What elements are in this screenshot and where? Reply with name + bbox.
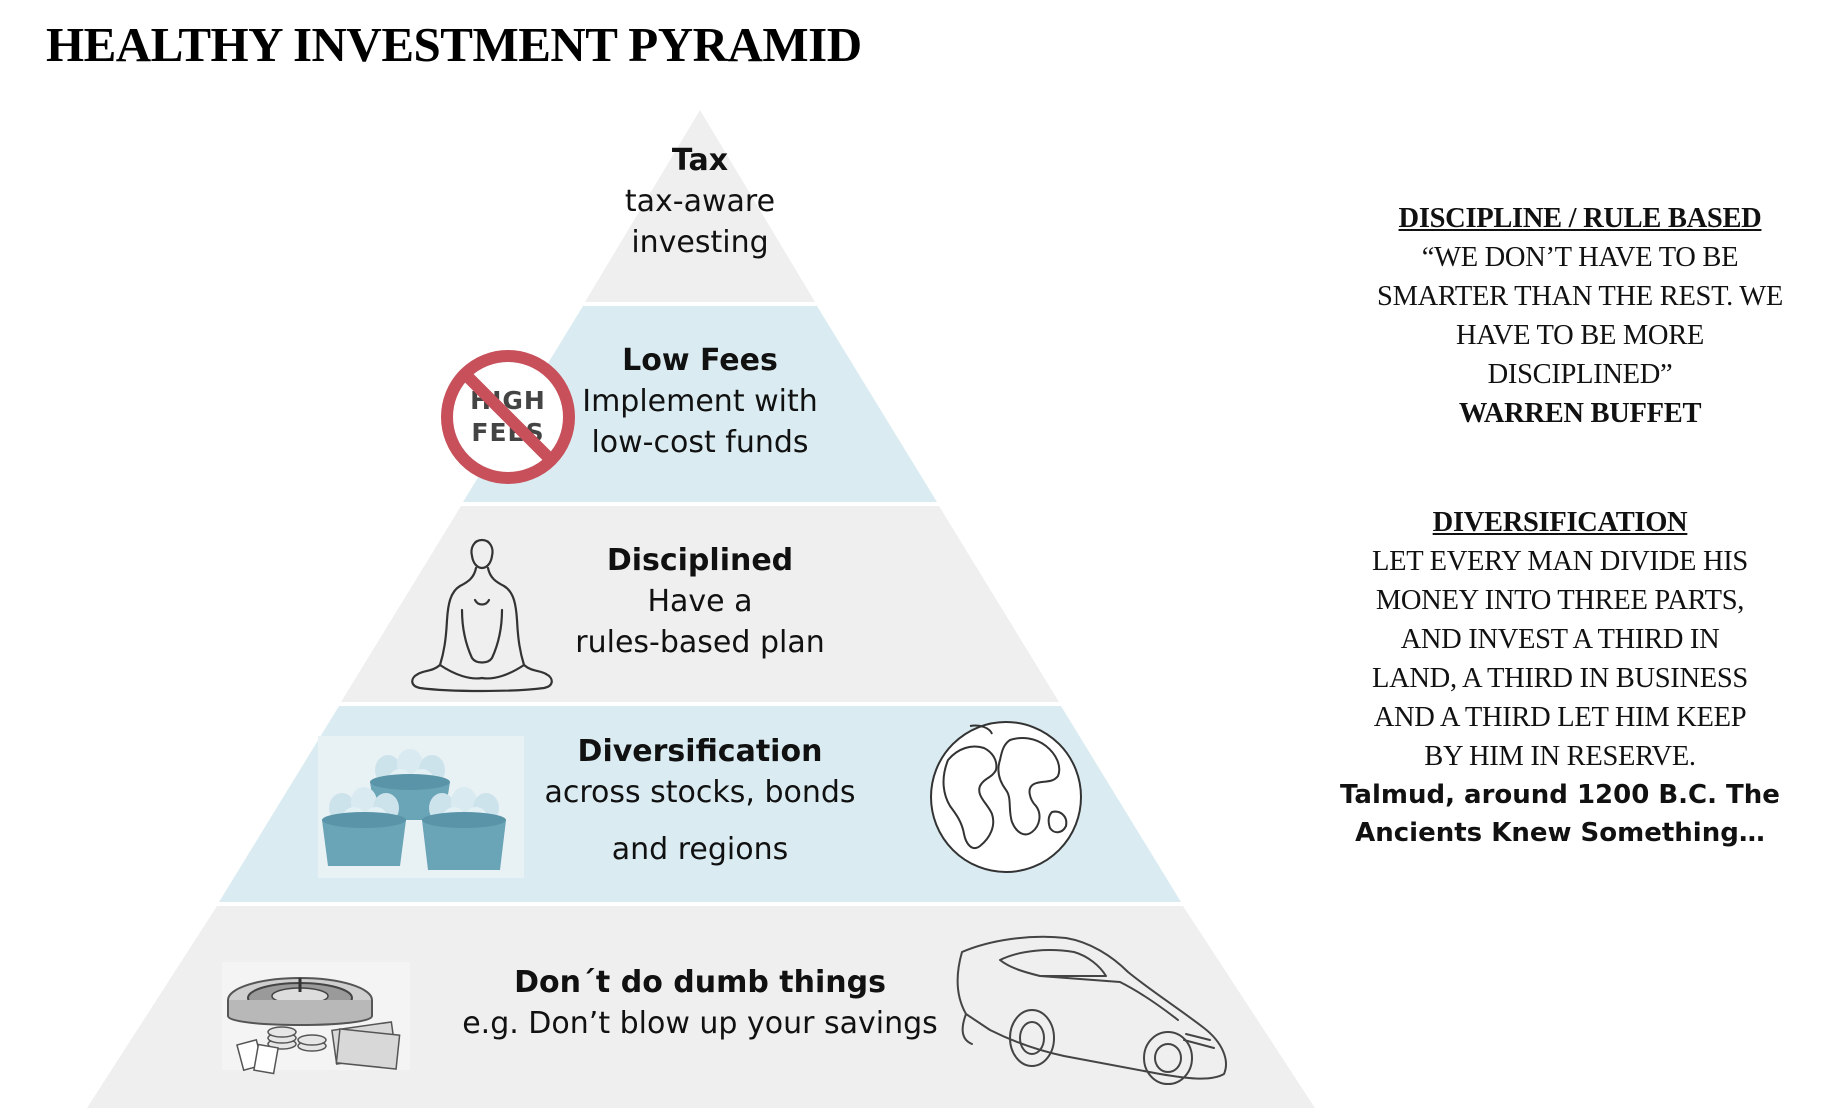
tier-diversification-line-2: and regions [611,832,789,867]
tier-dumb-things-line-1: e.g. Don’t blow up your savings [462,1006,938,1041]
tier-tax-heading: Tax [671,143,729,178]
discipline-quote-author: WARREN BUFFET [1458,398,1702,429]
tier-disciplined-heading: Disciplined [606,543,794,578]
meditating-person-icon [411,538,553,693]
tier-low-fees-heading: Low Fees [622,343,778,378]
tier-tax-line-1: tax-aware [624,184,776,219]
discipline-quote-line-1: “WE DON’T HAVE TO BE [1421,242,1739,273]
diversification-quote-line-4: LAND, A THIRD IN BUSINESS [1372,663,1748,694]
diversification-quote-source-1: Talmud, around 1200 B.C. The [1340,780,1780,810]
diversification-quote-heading: DIVERSIFICATION [1432,507,1688,538]
tier-tax-line-2: investing [631,225,769,260]
pyramid-tier-low-fees [463,306,937,502]
tier-low-fees-line-2: low-cost funds [591,425,809,460]
discipline-quote: DISCIPLINE / RULE BASED “WE DON’T HAVE T… [1330,199,1830,433]
discipline-quote-line-4: DISCIPLINED” [1487,359,1673,390]
sports-car-icon [956,935,1227,1085]
pyramid-tier-tax [585,110,815,302]
tier-dumb-things-text: Don´t do dumb things e.g. Don’t blow up … [430,962,970,1044]
page-title: HEALTHY INVESTMENT PYRAMID [46,17,862,72]
no-high-fees-icon: HIGH FEES [441,350,575,484]
discipline-quote-line-2: SMARTER THAN THE REST. WE [1377,281,1783,312]
tier-disciplined-line-2: rules-based plan [575,625,825,660]
diversification-quote-line-3: AND INVEST A THIRD IN [1400,624,1720,655]
globe-icon [930,721,1082,873]
diversification-quote-line-2: MONEY INTO THREE PARTS, [1375,585,1745,616]
tier-diversification-heading: Diversification [577,734,823,769]
eggs-in-baskets-icon [318,736,524,878]
diversification-quote-line-5: AND A THIRD LET HIM KEEP [1373,702,1747,733]
tier-tax-text: Tax tax-aware investing [600,140,800,263]
tier-low-fees-text: Low Fees Implement with low-cost funds [560,340,840,463]
diversification-quote-line-1: LET EVERY MAN DIVIDE HIS [1372,546,1748,577]
diversification-quote: DIVERSIFICATION LET EVERY MAN DIVIDE HIS… [1310,503,1810,852]
diversification-quote-line-6: BY HIM IN RESERVE. [1424,741,1696,772]
tier-low-fees-line-1: Implement with [582,384,818,419]
roulette-casino-icon [222,962,410,1075]
discipline-quote-heading: DISCIPLINE / RULE BASED [1398,203,1762,234]
tier-diversification-text: Diversification across stocks, bonds and… [520,731,880,870]
tier-diversification-line-1: across stocks, bonds [544,775,856,810]
tier-disciplined-line-1: Have a [647,584,753,619]
tier-dumb-things-heading: Don´t do dumb things [514,965,886,1000]
diversification-quote-source-2: Ancients Knew Something… [1355,818,1765,848]
tier-disciplined-text: Disciplined Have a rules-based plan [540,540,860,663]
discipline-quote-line-3: HAVE TO BE MORE [1455,320,1705,351]
